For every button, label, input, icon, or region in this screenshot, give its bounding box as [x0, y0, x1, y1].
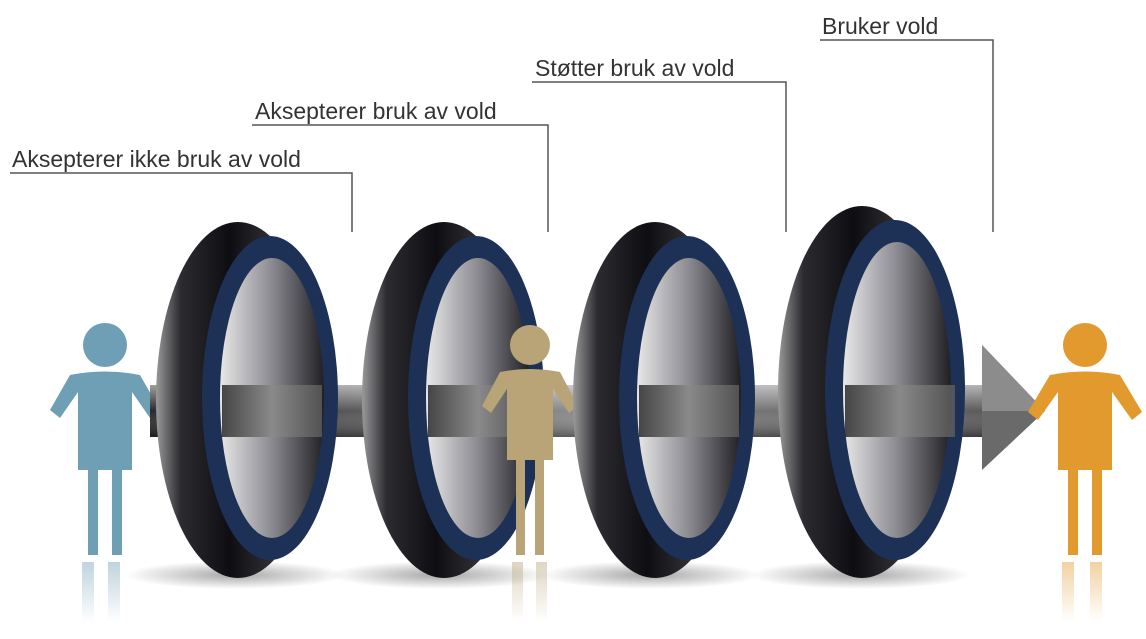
ring-1	[156, 222, 338, 578]
label-stage-4: Bruker vold	[822, 13, 938, 39]
label-stage-1: Aksepterer ikke bruk av vold	[12, 146, 301, 172]
label-stage-3: Støtter bruk av vold	[535, 55, 734, 81]
label-stage-2: Aksepterer bruk av vold	[255, 98, 497, 124]
leader-line-4	[820, 40, 993, 232]
stage-labels: Aksepterer ikke bruk av vold Aksepterer …	[12, 13, 938, 172]
leader-lines	[10, 40, 993, 232]
ring-4	[778, 206, 965, 578]
ring-3	[573, 222, 755, 578]
leader-line-3	[532, 82, 786, 232]
leader-line-2	[252, 125, 548, 232]
person-orange	[1028, 323, 1142, 622]
leader-line-1	[10, 173, 352, 232]
